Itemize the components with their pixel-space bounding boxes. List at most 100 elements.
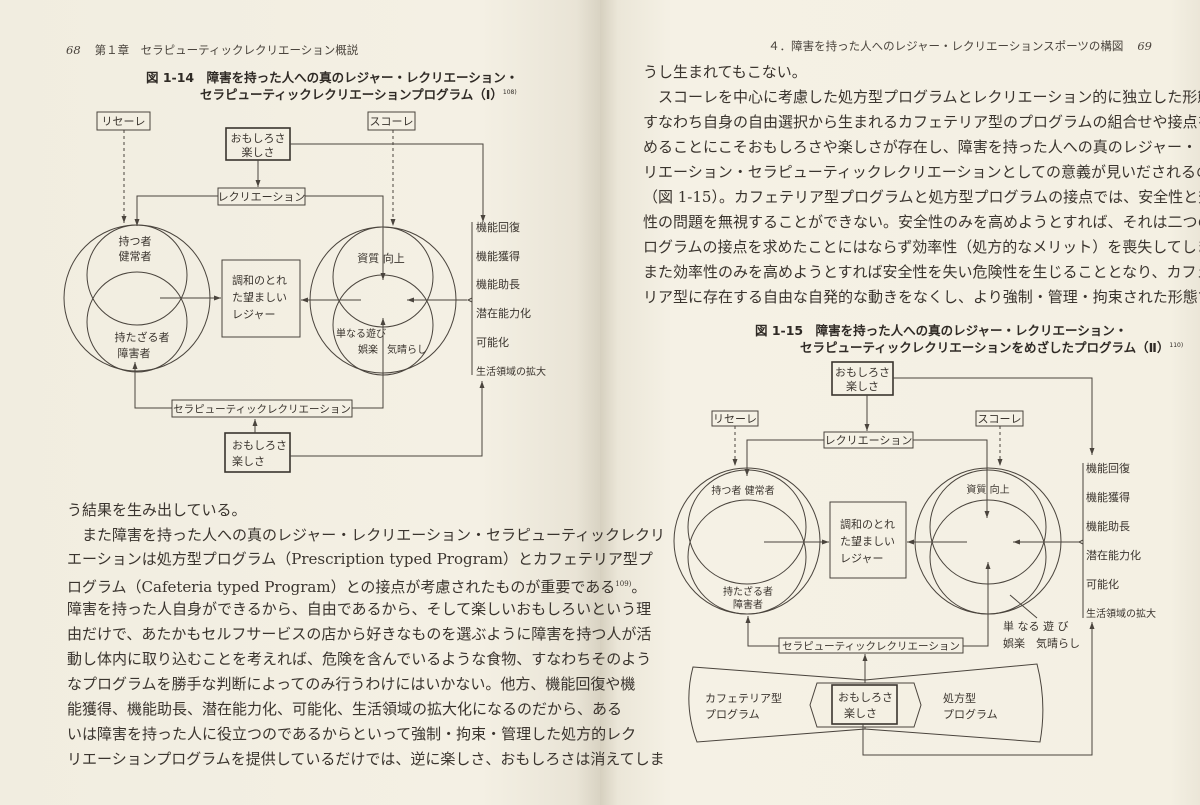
function-item: 機能獲得 [476, 249, 520, 263]
text-line: ログラム（Cafeteria typed Program）との接点が考慮されたも… [67, 574, 646, 596]
period: 。 [631, 578, 647, 596]
function-item: 潜在能力化 [1086, 548, 1141, 562]
figure-ref: 110) [1169, 341, 1184, 349]
left-upper-circle [86, 224, 188, 326]
arrow-therapeutic-left [745, 616, 779, 647]
harmony-label-2: た望ましい [840, 535, 895, 548]
function-item: 潜在能力化 [476, 306, 531, 320]
cafeteria-program-shape [688, 666, 866, 743]
arrow-recreation-left [134, 195, 218, 226]
text-line: エーションは処方型プログラム（Prescription typed Progra… [67, 550, 653, 568]
arrow-recreation-right [305, 195, 386, 280]
figure-title: 障害を持った人への真のレジャー・レクリエーション・ [815, 323, 1128, 338]
reserere-label: リセーレ [102, 115, 146, 128]
text-line: う結果を生み出している。 [67, 501, 247, 519]
function-item: 可能化 [476, 335, 509, 349]
text-line: 動し体内に取り込むことを考えれば、危険を含んでいるような食物、すなわちそのよう [67, 650, 652, 668]
arrow-recreation-left [744, 439, 824, 476]
fun-label: おもしろさ [838, 691, 893, 704]
section-title: ４．障害を持った人へのレジャー・レクリエーションスポーツの構図 [768, 39, 1124, 53]
figure-1-14-caption-line2: セラピューティックレクリエーションプログラム（Ⅰ）108) [200, 84, 517, 103]
disabled-label: 障害者 [118, 346, 151, 360]
function-item: 機能助長 [1086, 519, 1130, 533]
harmony-box [829, 501, 907, 579]
chapter-title: 第１章 セラピューティックレクリエーション概説 [94, 43, 359, 57]
figure-ref: 108) [502, 88, 517, 96]
text-line: また障害を持った人への真のレジャー・レクリエーション・セラピューティックレクリ [67, 526, 666, 544]
cafeteria-label: カフェテリア型 [705, 691, 782, 705]
reference-mark: 109) [615, 580, 632, 588]
figure-title: 障害を持った人への真のレジャー・レクリエーション・ [206, 70, 519, 85]
schole-label: スコーレ [370, 115, 414, 128]
text-line: 由だけで、あたかもセルフサービスの店から好きなものを選ぶように障害を持つ人が活 [67, 625, 652, 643]
figure-1-15-caption-line1: 図 1-15 障害を持った人への真のレジャー・レクリエーション・ [755, 320, 1127, 339]
schole-label: スコーレ [978, 413, 1022, 426]
arrow-fun-bottom-to-functions [290, 381, 485, 457]
amusement-label: 娯楽 [358, 343, 378, 356]
page-number-left: 68 [66, 43, 81, 57]
cafeteria-program-label: プログラム [705, 707, 760, 721]
diversion-label: 気晴らし [387, 343, 427, 356]
therapeutic-recreation-label: セラピューティックレクリエーション [173, 404, 351, 416]
figure-1-14-diagram: リセーレ おもしろさ 楽しさ スコーレ レクリエーション 持つ者 健常者 持たざ… [63, 111, 546, 473]
text-line: リエーションプログラムを提供しているだけでは、逆に楽しさ、おもしろさは消えてしま [67, 750, 665, 768]
harmony-label-3: レジャー [232, 308, 275, 321]
function-item: 機能助長 [476, 277, 520, 291]
text-line: また効率性のみを高めようとすれば安全性を失い危険性を生じることとなり、カフェテ [643, 263, 1200, 281]
left-upper-ellipse [687, 469, 807, 585]
prescription-program-shape [864, 663, 1044, 743]
fun-label: おもしろさ [232, 439, 287, 452]
havenots-label: 持たざる者 [115, 330, 170, 344]
harmony-label-1: 調和のとれ [232, 273, 287, 287]
text-line-content: ログラム（Cafeteria typed Program）との接点が考慮されたも… [67, 578, 616, 596]
harmony-box [221, 259, 301, 338]
figure-title-2: セラピューティックレクリエーションをめざしたプログラム（Ⅱ） [800, 340, 1170, 355]
text-line: なプログラムを勝手な判断によってのみ行うわけにはいかない。他方、機能回復や機 [67, 675, 636, 693]
text-line: スコーレを中心に考慮した処方型プログラムとレクリエーション的に独立した形態、 [643, 88, 1200, 106]
fun-box-bottom [224, 432, 291, 473]
function-item: 可能化 [1086, 577, 1119, 591]
pointer-line [1009, 594, 1038, 619]
text-line: 障害を持った人自身ができるから、自由であるから、そして楽しいおもしろいという理 [67, 600, 652, 618]
enjoyment-label: 楽しさ [846, 380, 879, 393]
quality-up-label: 資質 向上 [357, 251, 405, 265]
arrow-fun-to-functions [893, 377, 1095, 455]
disabled-label: 障害者 [733, 598, 763, 611]
havenots-label: 持たざる者 [723, 585, 773, 598]
figure-1-15-caption-line2: セラピューティックレクリエーションをめざしたプログラム（Ⅱ）110) [800, 337, 1183, 356]
arrow-therapeutic-right [352, 318, 386, 409]
healthy-label: 健常者 [119, 250, 152, 263]
figure-title-2: セラピューティックレクリエーションプログラム（Ⅰ） [200, 87, 503, 102]
left-lower-ellipse [687, 499, 807, 615]
left-page [0, 0, 600, 805]
text-line: リエーション・セラピューティックレクリエーションとしての意義が見いだされるのであ… [643, 163, 1200, 181]
figure-1-15-diagram: おもしろさ 楽しさ リセーレ スコーレ レクリエーション 持つ者 健常者 持たざ… [673, 361, 1156, 756]
right-page [600, 0, 1200, 805]
therapeutic-recreation-label: セラピューティックレクリエーション [782, 641, 960, 653]
play-label: 単 なる 遊 び [1003, 619, 1069, 633]
left-lower-circle [86, 271, 188, 373]
text-line: めることにこそおもしろさや楽しさが存在し、障害を持った人への真のレジャー・レク [643, 138, 1200, 156]
arrow-fun-to-functions [290, 143, 486, 222]
figure-1-14-caption-line1: 図 1-14 障害を持った人への真のレジャー・レクリエーション・ [146, 67, 518, 86]
text-line: いは障害を持った人に役立つのであるからといって強制・拘束・管理した処方的レク [67, 725, 637, 743]
enjoyment-label: 楽しさ [232, 455, 265, 468]
function-item: 機能回復 [1086, 461, 1130, 475]
text-line: 能獲得、機能助長、潜在能力化、可能化、生活領域の拡大化になるのだから、ある [67, 700, 623, 718]
page-number-right: 69 [1137, 39, 1152, 53]
text-line: ログラムの接点を求めたことにはならず効率性（処方的なメリット）を喪失してしまう。 [643, 238, 1200, 256]
text-line: うし生まれてもこない。 [643, 63, 807, 81]
fun-label: おもしろさ [835, 366, 890, 379]
figure-number: 図 1-15 [755, 323, 804, 338]
right-running-header: ４．障害を持った人へのレジャー・レクリエーションスポーツの構図 69 [768, 38, 1152, 54]
reserere-label: リセーレ [713, 413, 757, 426]
harmony-label-3: レジャー [840, 552, 883, 565]
function-item: 生活領域の拡大 [476, 365, 546, 378]
text-line: 性の問題を無視することができない。安全性のみを高めようとすれば、それは二つのプ [643, 213, 1200, 231]
arrow-therapeutic-right [963, 562, 991, 647]
quality-up-label: 資質 向上 [966, 483, 1009, 496]
recreation-label: レクリエーション [825, 434, 913, 447]
function-item: 生活領域の拡大 [1086, 607, 1156, 620]
enjoyment-label: 楽しさ [844, 707, 877, 720]
arrow-recreation-right [913, 439, 990, 518]
